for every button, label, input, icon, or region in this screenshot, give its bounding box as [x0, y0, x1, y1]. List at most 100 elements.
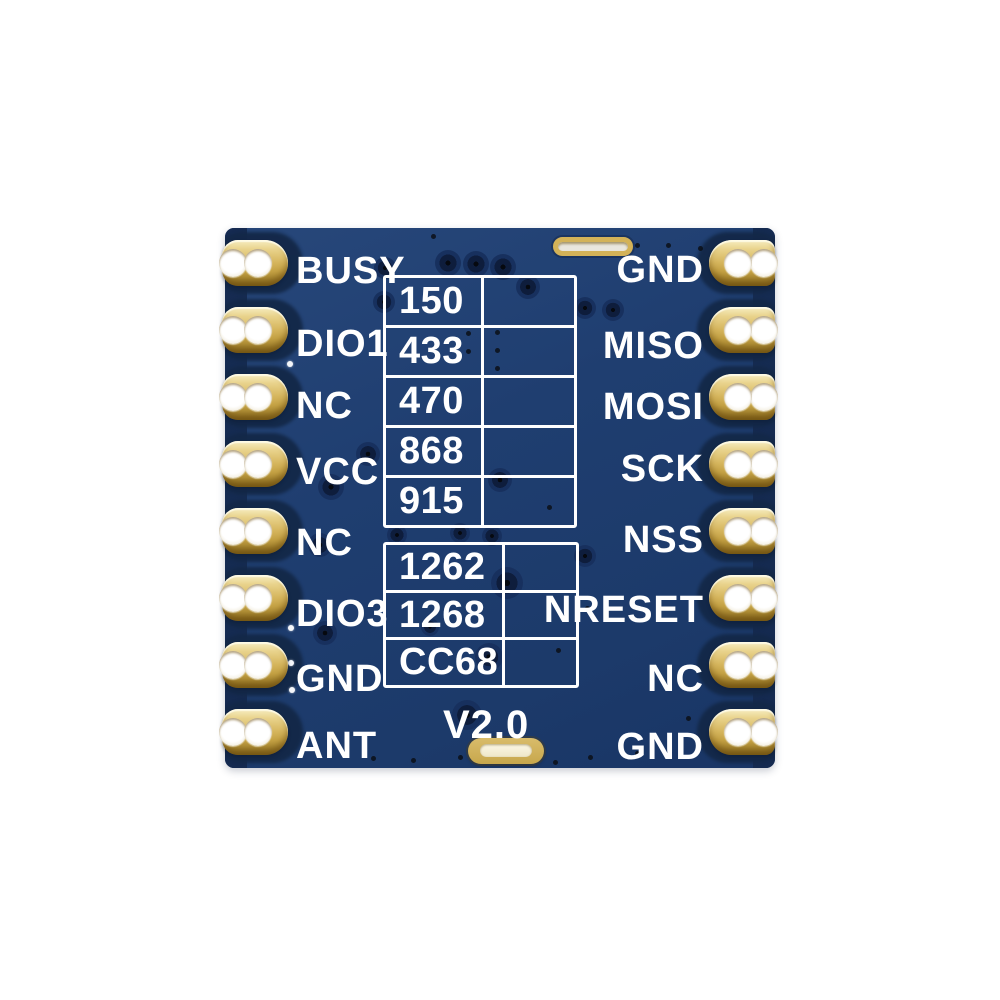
mounting-pad-top — [553, 237, 633, 256]
pin-label-nc-right: NC — [647, 658, 704, 700]
chip-value: CC68 — [386, 640, 505, 686]
castellated-half-hole — [750, 316, 778, 344]
castellated-half-hole — [750, 249, 778, 277]
through-hole — [724, 584, 752, 612]
via — [308, 533, 332, 557]
frequency-checkbox — [484, 378, 574, 425]
pin-label-gnd-tr: GND — [616, 249, 704, 291]
pin-pad-right-3 — [709, 441, 778, 487]
pin-pad-right-7 — [709, 709, 778, 755]
via — [516, 275, 540, 299]
drill-dot — [666, 243, 671, 248]
chip-checkbox — [505, 545, 576, 590]
pin-pad-right-1 — [709, 307, 778, 353]
pin-label-mosi: MOSI — [602, 386, 704, 428]
through-hole — [724, 517, 752, 545]
through-hole — [724, 450, 752, 478]
drill-dot — [495, 330, 500, 335]
pin-pad-right-0 — [709, 240, 778, 286]
frequency-value: 433 — [386, 328, 484, 375]
through-hole — [244, 450, 272, 478]
via — [421, 618, 439, 636]
frequency-checkbox — [484, 428, 574, 475]
via — [452, 700, 482, 730]
via — [602, 299, 624, 321]
left-edge-shadow — [225, 228, 247, 768]
pin-label-nc-2: NC — [296, 522, 353, 564]
through-hole — [244, 651, 272, 679]
through-hole — [244, 249, 272, 277]
pin-label-nss: NSS — [622, 519, 704, 561]
chip-table: 1262 1268 CC68 — [383, 542, 579, 688]
through-hole — [724, 651, 752, 679]
through-hole — [244, 517, 272, 545]
drill-dot — [495, 366, 500, 371]
castellated-half-hole — [219, 584, 247, 612]
drill-dot — [466, 349, 471, 354]
chip-value: 1268 — [386, 592, 505, 638]
drill-dot — [431, 234, 436, 239]
via — [488, 468, 512, 492]
through-hole — [244, 383, 272, 411]
version-label: V2.0 — [443, 703, 530, 747]
pin-pad-right-4 — [709, 508, 778, 554]
pcb-board: BUSY DIO1 NC VCC NC DIO3 GND ANT GND MIS… — [225, 228, 775, 768]
drill-dot — [411, 758, 416, 763]
pin-pad-left-3 — [219, 441, 288, 487]
drill-dot — [588, 755, 593, 760]
castellated-half-hole — [750, 584, 778, 612]
via — [374, 257, 396, 279]
chip-checkbox — [505, 640, 576, 685]
through-hole — [244, 718, 272, 746]
castellated-half-hole — [219, 249, 247, 277]
pin-pad-left-1 — [219, 307, 288, 353]
pin-label-nreset: NRESET — [543, 589, 704, 631]
via — [450, 523, 470, 543]
mounting-pad-slot — [480, 744, 532, 757]
pin-pad-left-4 — [219, 508, 288, 554]
drill-dot — [698, 246, 703, 251]
pin-pad-left-5 — [219, 575, 288, 621]
fiducial-dot — [287, 361, 293, 367]
castellated-half-hole — [750, 718, 778, 746]
castellated-half-hole — [750, 651, 778, 679]
chip-value: 1262 — [386, 545, 505, 590]
pin-pad-right-6 — [709, 642, 778, 688]
castellated-half-hole — [750, 450, 778, 478]
drill-dot — [556, 648, 561, 653]
table-row: 150 — [386, 278, 574, 325]
drill-dot — [686, 716, 691, 721]
table-row: 470 — [386, 375, 574, 425]
via — [482, 526, 502, 546]
via — [356, 442, 380, 466]
drill-dot — [635, 243, 640, 248]
pin-pad-left-2 — [219, 374, 288, 420]
castellated-half-hole — [750, 517, 778, 545]
via — [574, 545, 596, 567]
castellated-half-hole — [219, 450, 247, 478]
pin-label-vcc: VCC — [296, 451, 380, 493]
through-hole — [724, 718, 752, 746]
drill-dot — [371, 756, 376, 761]
pin-pad-right-5 — [709, 575, 778, 621]
pin-label-dio1: DIO1 — [296, 323, 389, 365]
pin-pad-left-0 — [219, 240, 288, 286]
pin-pad-left-6 — [219, 642, 288, 688]
castellated-half-hole — [219, 651, 247, 679]
pin-label-ant: ANT — [296, 725, 378, 767]
pin-label-nc-1: NC — [296, 385, 353, 427]
table-row: 433 — [386, 325, 574, 375]
chip-checkbox — [505, 593, 576, 638]
drill-dot — [547, 505, 552, 510]
drill-dot — [458, 755, 463, 760]
castellated-half-hole — [219, 517, 247, 545]
pin-label-busy: BUSY — [296, 250, 406, 292]
drill-dot — [495, 348, 500, 353]
pin-label-sck: SCK — [620, 448, 704, 490]
frequency-checkbox — [484, 278, 574, 325]
through-hole — [244, 316, 272, 344]
via — [313, 621, 337, 645]
drill-dot — [635, 751, 640, 756]
frequency-table: 150 433 470 868 915 — [383, 275, 577, 528]
